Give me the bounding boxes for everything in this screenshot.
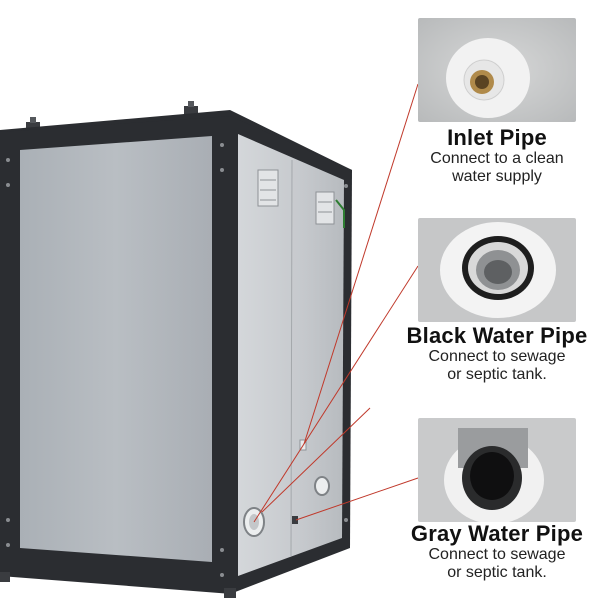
gray-water-pipe-photo <box>418 418 576 522</box>
lifting-bracket-left <box>26 117 40 130</box>
gray-water-pipe-desc-line1: Connect to sewage <box>428 546 566 563</box>
frame-rivets <box>6 143 348 577</box>
inlet-pipe-title: Inlet Pipe <box>447 125 547 150</box>
gray-water-pipe-title: Gray Water Pipe <box>410 521 584 546</box>
vent-right <box>315 191 335 225</box>
black-water-pipe-desc-line1: Connect to sewage <box>428 348 566 365</box>
gray-water-pipe-caption: Gray Water Pipe Connect to sewage or sep… <box>390 522 600 582</box>
side-panel <box>238 134 344 576</box>
gray-water-outlet <box>292 476 330 524</box>
inlet-pipe-desc-line2: water supply <box>452 168 542 185</box>
lifting-bracket-right <box>184 101 198 114</box>
black-water-pipe-photo <box>418 218 576 322</box>
inlet-pipe-desc-line1: Connect to a clean <box>430 150 564 167</box>
front-panel <box>20 136 212 562</box>
black-water-pipe-title: Black Water Pipe <box>406 323 588 348</box>
inlet-pipe-caption: Inlet Pipe Connect to a clean water supp… <box>390 126 600 186</box>
black-water-pipe-desc-line2: or septic tank. <box>447 366 547 383</box>
leader-lines <box>253 83 419 523</box>
black-water-pipe-caption: Black Water Pipe Connect to sewage or se… <box>390 324 600 384</box>
gray-water-pipe-desc-line2: or septic tank. <box>447 564 547 581</box>
vent-left <box>257 169 279 207</box>
inlet-pipe-photo <box>418 18 576 122</box>
